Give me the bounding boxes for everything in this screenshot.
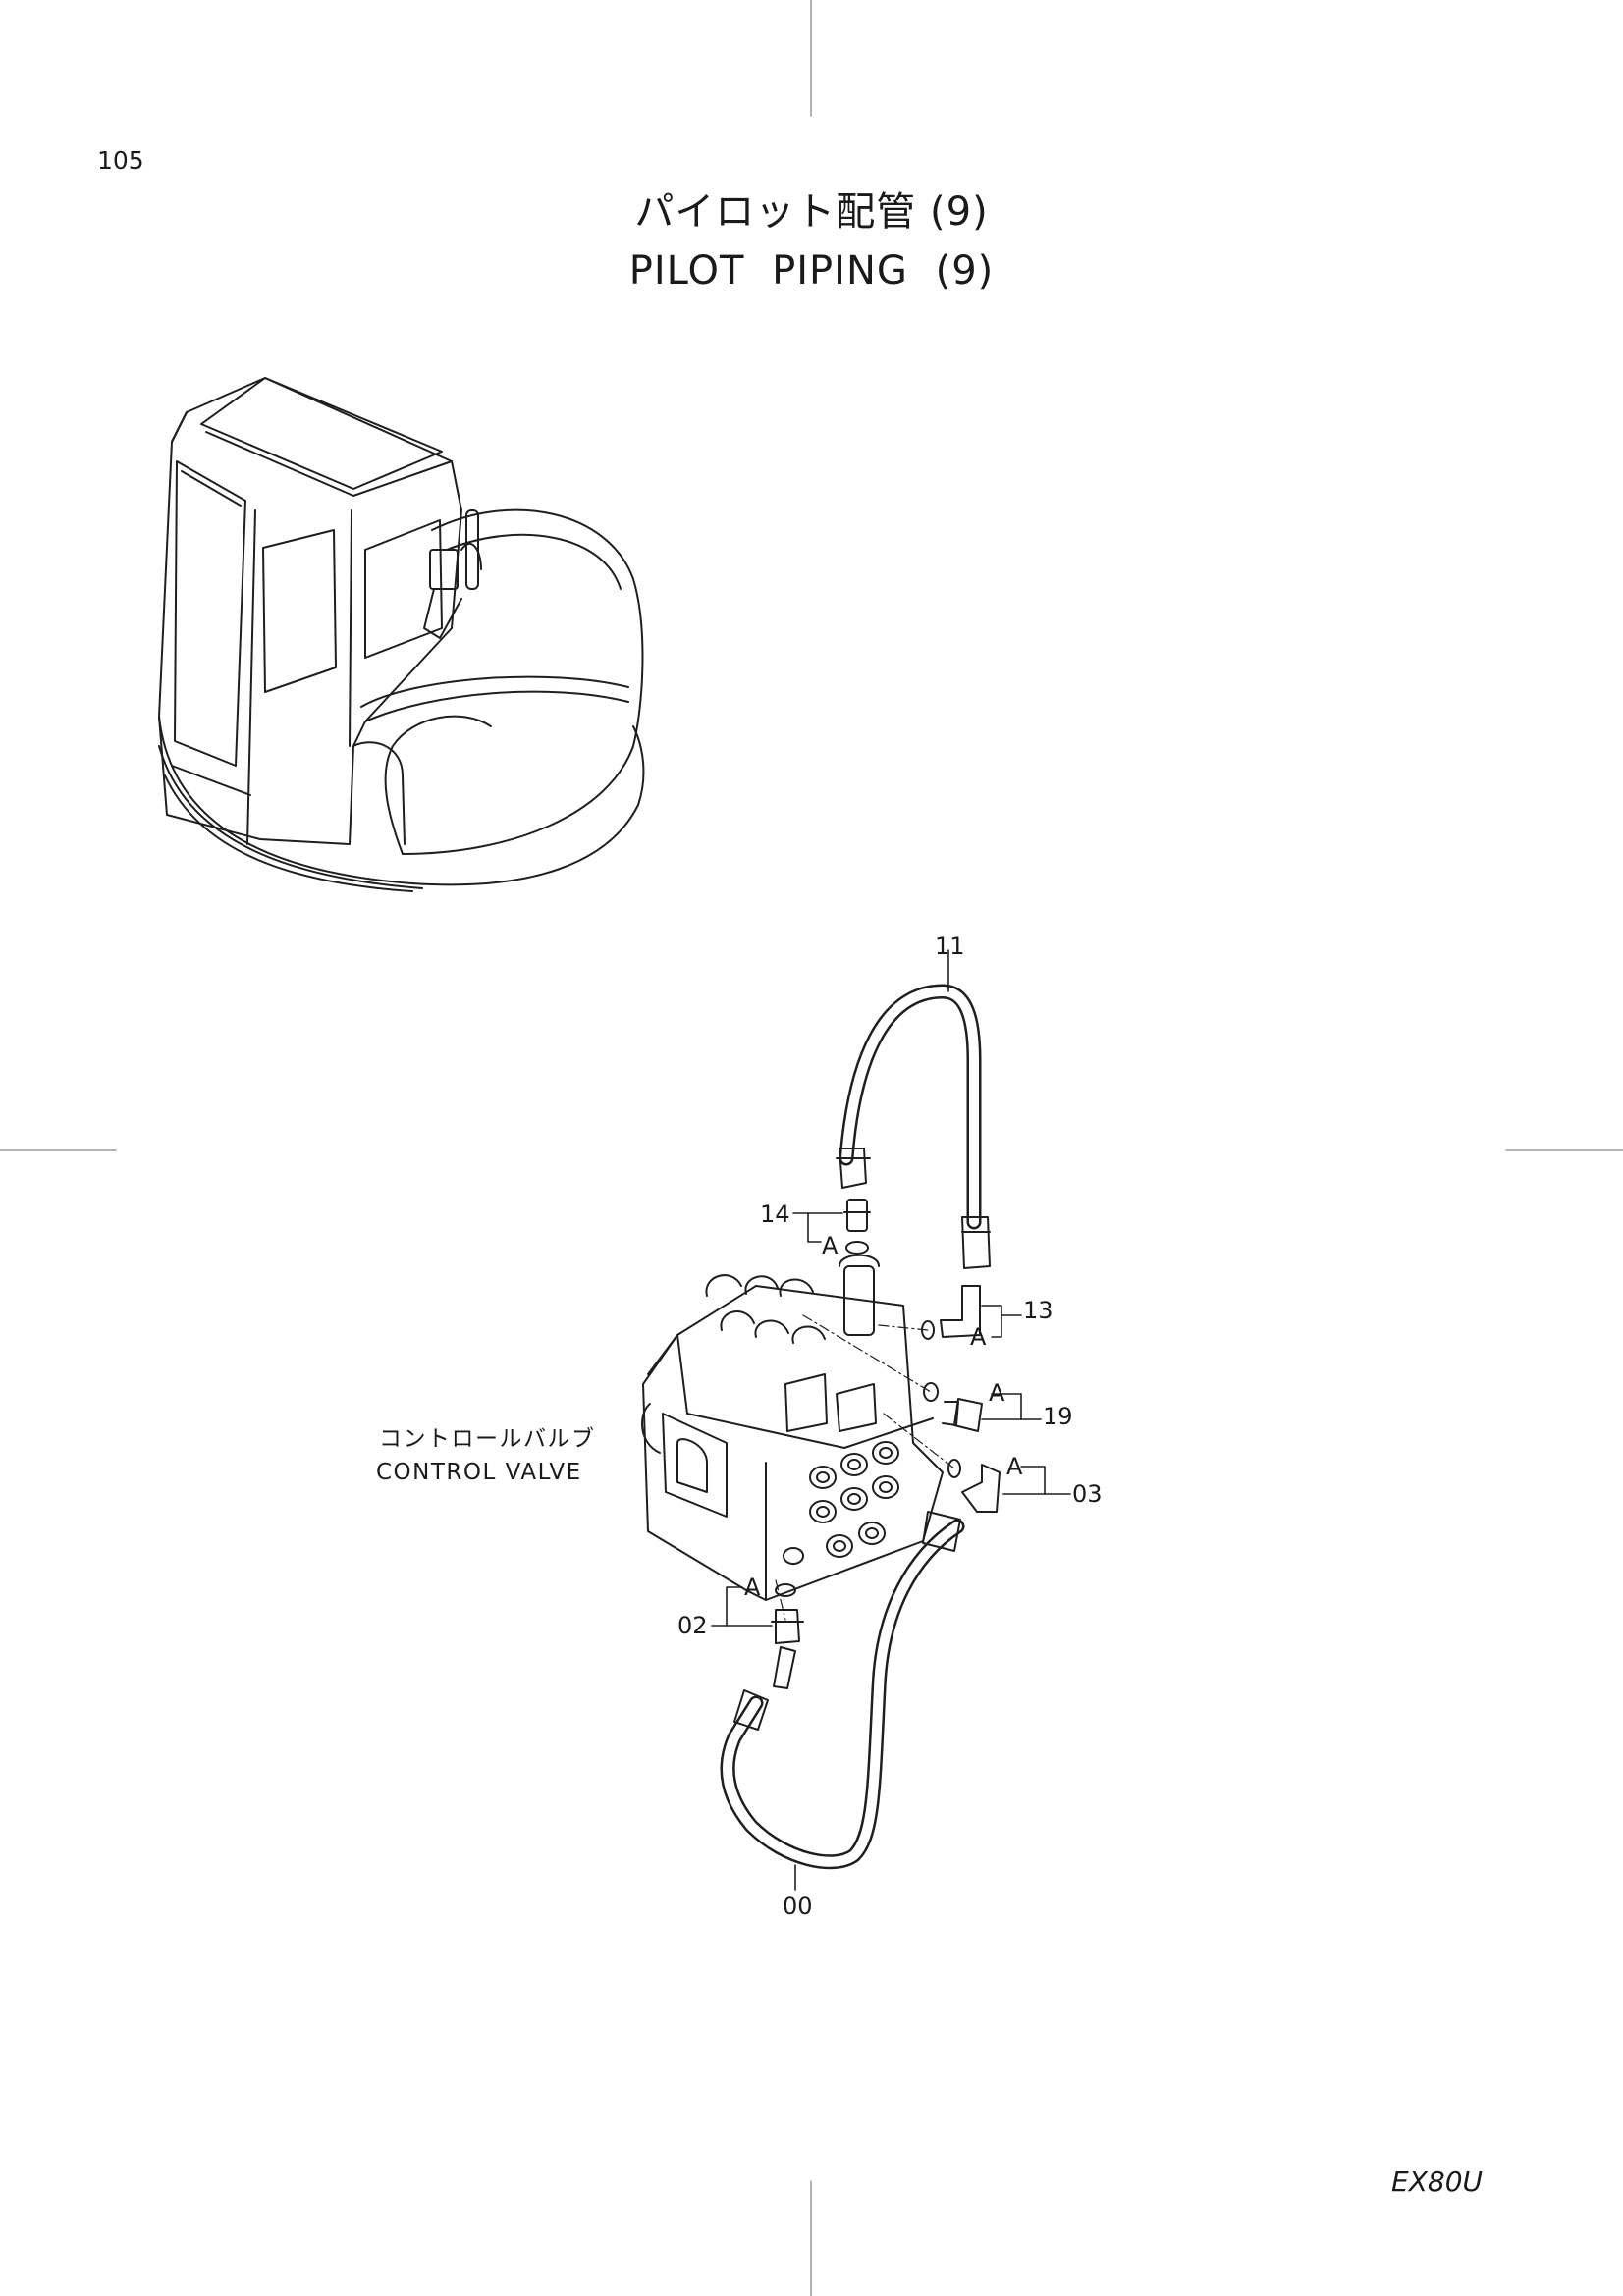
fitting-14 (843, 1199, 871, 1255)
page-title-japanese: パイロット配管 (9) (634, 189, 989, 235)
callout-13: 13 (1023, 1297, 1054, 1324)
hose-00 (720, 1511, 965, 1870)
ref-mark-a-02: A (744, 1574, 761, 1601)
fitting-19 (923, 1382, 983, 1432)
ref-marks: A A A A A (744, 1232, 1023, 1601)
ref-mark-a-03: A (1006, 1453, 1023, 1480)
callout-00: 00 (783, 1893, 813, 1920)
fitting-02 (771, 1583, 804, 1689)
callout-19: 19 (1043, 1403, 1073, 1430)
ref-mark-a-14: A (822, 1232, 839, 1259)
excavator-locator-illustration (158, 377, 645, 892)
component-label: CONTROL VALVE (376, 1460, 582, 1485)
callout-14: 14 (760, 1201, 790, 1228)
leader-lines (711, 949, 1071, 1891)
page-number: 105 (97, 146, 144, 175)
control-valve (640, 1254, 955, 1621)
callouts: 11 14 13 19 03 02 00 (677, 933, 1103, 1920)
callout-02: 02 (677, 1612, 708, 1639)
page-title: PILOT PIPING (9) (628, 248, 995, 294)
model-code: EX80U (1391, 2165, 1483, 2198)
ref-mark-a-19: A (989, 1379, 1005, 1407)
callout-11: 11 (935, 933, 965, 960)
callout-03: 03 (1072, 1480, 1103, 1508)
hose-11 (836, 984, 991, 1269)
fitting-03 (947, 1459, 1001, 1513)
component-label-japanese: コントロールバルブ (379, 1426, 596, 1452)
ref-mark-a-13: A (970, 1323, 987, 1351)
